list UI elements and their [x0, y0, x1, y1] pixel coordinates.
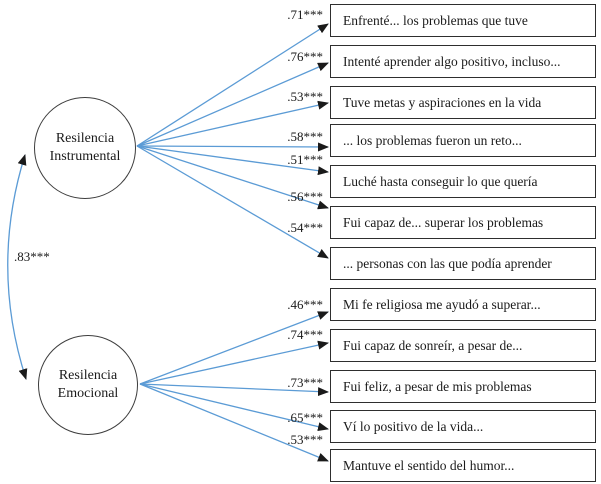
- loading-label: .65***: [287, 410, 323, 425]
- loading-arrow-instrumental-7: [136, 145, 329, 259]
- loading-label: .56***: [287, 189, 323, 204]
- loading-label: .76***: [287, 49, 323, 64]
- loading-label: .58***: [287, 129, 323, 144]
- loading-arrow-emocional-5: [139, 383, 329, 462]
- indicator-box: Mi fe religiosa me ayudó a superar...: [330, 288, 596, 321]
- loading-label: .51***: [287, 152, 323, 167]
- loading-label: .74***: [287, 327, 323, 342]
- loading-arrow-emocional-2: [139, 340, 329, 385]
- loading-arrow-instrumental-4: [136, 142, 329, 152]
- loading-label: .53***: [287, 432, 323, 447]
- loading-label: .54***: [287, 220, 323, 235]
- loading-arrow-instrumental-2: [136, 62, 329, 147]
- factor-label-line: Resilencia: [55, 131, 115, 146]
- latent-factor-circle-instrumental: Resilencia Instrumental: [34, 97, 136, 199]
- loading-arrow-emocional-3: [139, 383, 329, 397]
- indicator-box: Ví lo positivo de la vida...: [330, 410, 596, 443]
- loading-arrow-emocional-4: [139, 383, 329, 432]
- factor-label-line: Instrumental: [49, 149, 121, 164]
- loading-label: .53***: [287, 89, 323, 104]
- loading-arrow-instrumental-3: [136, 100, 329, 147]
- loading-label: .73***: [287, 375, 323, 390]
- indicator-box: Mantuve el sentido del humor...: [330, 449, 596, 482]
- covariance-label: .83***: [14, 249, 50, 264]
- loading-arrow-instrumental-5: [136, 145, 329, 176]
- indicator-box: Enfrenté... los problemas que tuve: [330, 4, 596, 37]
- loading-arrow-emocional-1: [139, 311, 329, 385]
- loading-label: .71***: [287, 7, 323, 22]
- loading-label: .46***: [287, 297, 323, 312]
- loading-arrow-instrumental-6: [136, 145, 329, 210]
- factor-label-line: Emocional: [57, 386, 119, 401]
- indicator-box: Tuve metas y aspiraciones en la vida: [330, 86, 596, 119]
- indicator-box: Fui capaz de sonreír, a pesar de...: [330, 329, 596, 362]
- covariance-arrow: [7, 154, 28, 380]
- indicator-box: Intenté aprender algo positivo, incluso.…: [330, 45, 596, 78]
- indicator-box: Fui capaz de... superar los problemas: [330, 206, 596, 239]
- latent-factor-circle-emocional: Resilencia Emocional: [38, 335, 138, 435]
- factor-label-line: Resilencia: [58, 368, 118, 383]
- indicator-box: ... los problemas fueron un reto...: [330, 124, 596, 157]
- indicator-box: Fui feliz, a pesar de mis problemas: [330, 370, 596, 403]
- indicator-box: ... personas con las que podía aprender: [330, 247, 596, 280]
- loading-arrow-instrumental-1: [136, 23, 329, 147]
- indicator-box: Luché hasta conseguir lo que quería: [330, 165, 596, 198]
